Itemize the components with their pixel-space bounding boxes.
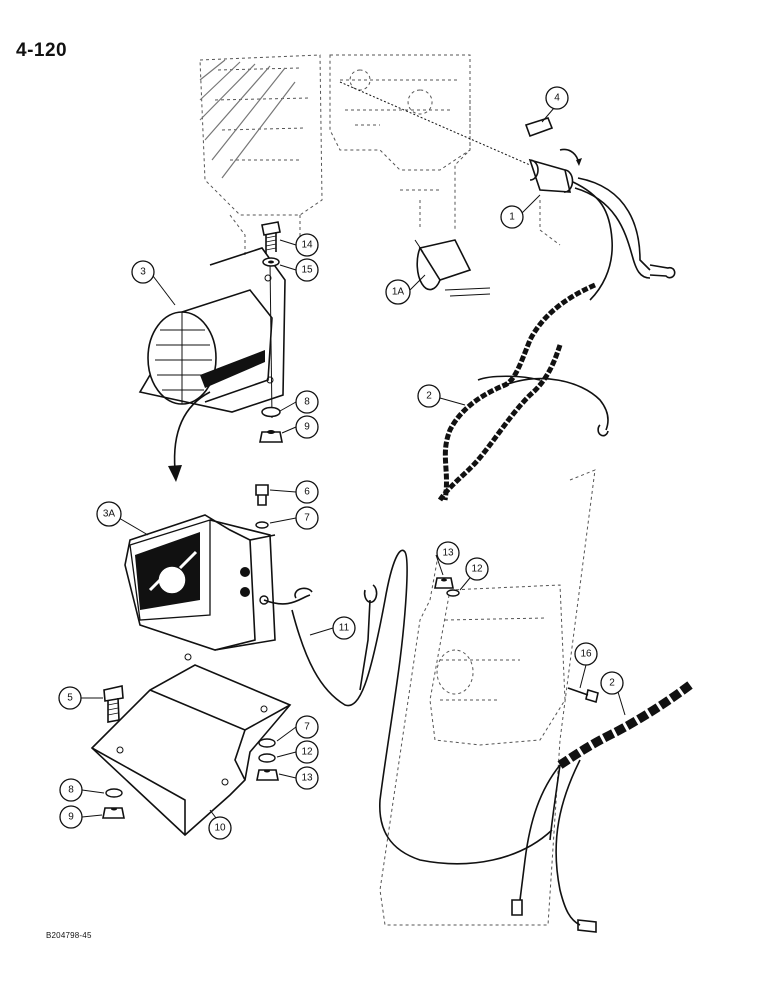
callout-9-upper: 9: [295, 415, 319, 439]
backup-alarm-lower: [124, 514, 276, 651]
callout-6: 6: [295, 480, 319, 504]
callout-13-upper: 13: [436, 541, 460, 565]
hardware-stack-lower: [256, 738, 279, 781]
callout-1: 1: [500, 205, 524, 229]
transition-arrow: [168, 391, 211, 482]
side-panel-ghost: [379, 469, 596, 926]
wire-11: [263, 549, 553, 865]
svg-text:3: 3: [140, 267, 146, 278]
callout-8-upper: 8: [295, 390, 319, 414]
svg-text:2: 2: [426, 391, 432, 402]
svg-text:12: 12: [471, 564, 483, 575]
svg-text:7: 7: [304, 513, 310, 524]
mounting-bracket-10: [90, 653, 292, 837]
hardware-stack-left: [102, 788, 125, 819]
svg-text:9: 9: [68, 812, 74, 823]
machine-frame-ghost: [199, 54, 561, 255]
svg-text:13: 13: [301, 773, 313, 784]
callout-3: 3: [131, 260, 155, 284]
svg-text:4: 4: [554, 93, 560, 104]
harness-lower: [511, 681, 693, 933]
svg-text:12: 12: [301, 747, 313, 758]
svg-text:9: 9: [304, 422, 310, 433]
callout-7-upper: 7: [295, 506, 319, 530]
screw-16: [567, 687, 599, 704]
relay-1a: [414, 239, 491, 297]
svg-text:1: 1: [509, 212, 515, 223]
svg-text:1A: 1A: [392, 287, 405, 298]
callout-12-upper: 12: [465, 557, 489, 581]
drawing-code: B204798-45: [46, 931, 92, 940]
callout-2-upper: 2: [417, 384, 441, 408]
svg-text:8: 8: [304, 397, 310, 408]
svg-text:15: 15: [301, 265, 313, 276]
callout-10: 10: [208, 816, 232, 840]
screw-washer-3a: [255, 484, 269, 529]
svg-text:6: 6: [304, 487, 310, 498]
svg-text:7: 7: [304, 722, 310, 733]
callout-14: 14: [295, 233, 319, 257]
upper-hardware: [259, 221, 283, 443]
svg-text:13: 13: [442, 548, 454, 559]
bolt-5: [103, 685, 124, 723]
svg-text:2: 2: [609, 678, 615, 689]
backup-alarm-upper: [138, 247, 286, 419]
callout-9-lower: 9: [59, 805, 83, 829]
svg-text:8: 8: [68, 785, 74, 796]
svg-text:11: 11: [339, 623, 350, 634]
callout-7-lower: 7: [295, 715, 319, 739]
callout-15: 15: [295, 258, 319, 282]
callout-12-lower: 12: [295, 740, 319, 764]
callout-16: 16: [574, 642, 598, 666]
svg-text:3A: 3A: [103, 509, 116, 520]
callout-13-lower: 13: [295, 766, 319, 790]
svg-text:16: 16: [580, 649, 592, 660]
callout-11: 11: [332, 616, 356, 640]
leader-lines: [80, 107, 626, 827]
page-number: 4-120: [16, 40, 68, 61]
svg-text:5: 5: [67, 693, 73, 704]
svg-text:10: 10: [214, 823, 226, 834]
callout-2-lower: 2: [600, 671, 624, 695]
nut-washer-panel: [434, 577, 460, 597]
callout-1a: 1A: [385, 279, 411, 305]
callout-8-lower: 8: [59, 778, 83, 802]
harness-upper: [437, 282, 609, 502]
callout-4: 4: [545, 86, 569, 110]
switch-assembly: [339, 81, 676, 301]
callout-5: 5: [58, 686, 82, 710]
svg-text:14: 14: [301, 240, 313, 251]
callout-3a: 3A: [96, 501, 122, 527]
